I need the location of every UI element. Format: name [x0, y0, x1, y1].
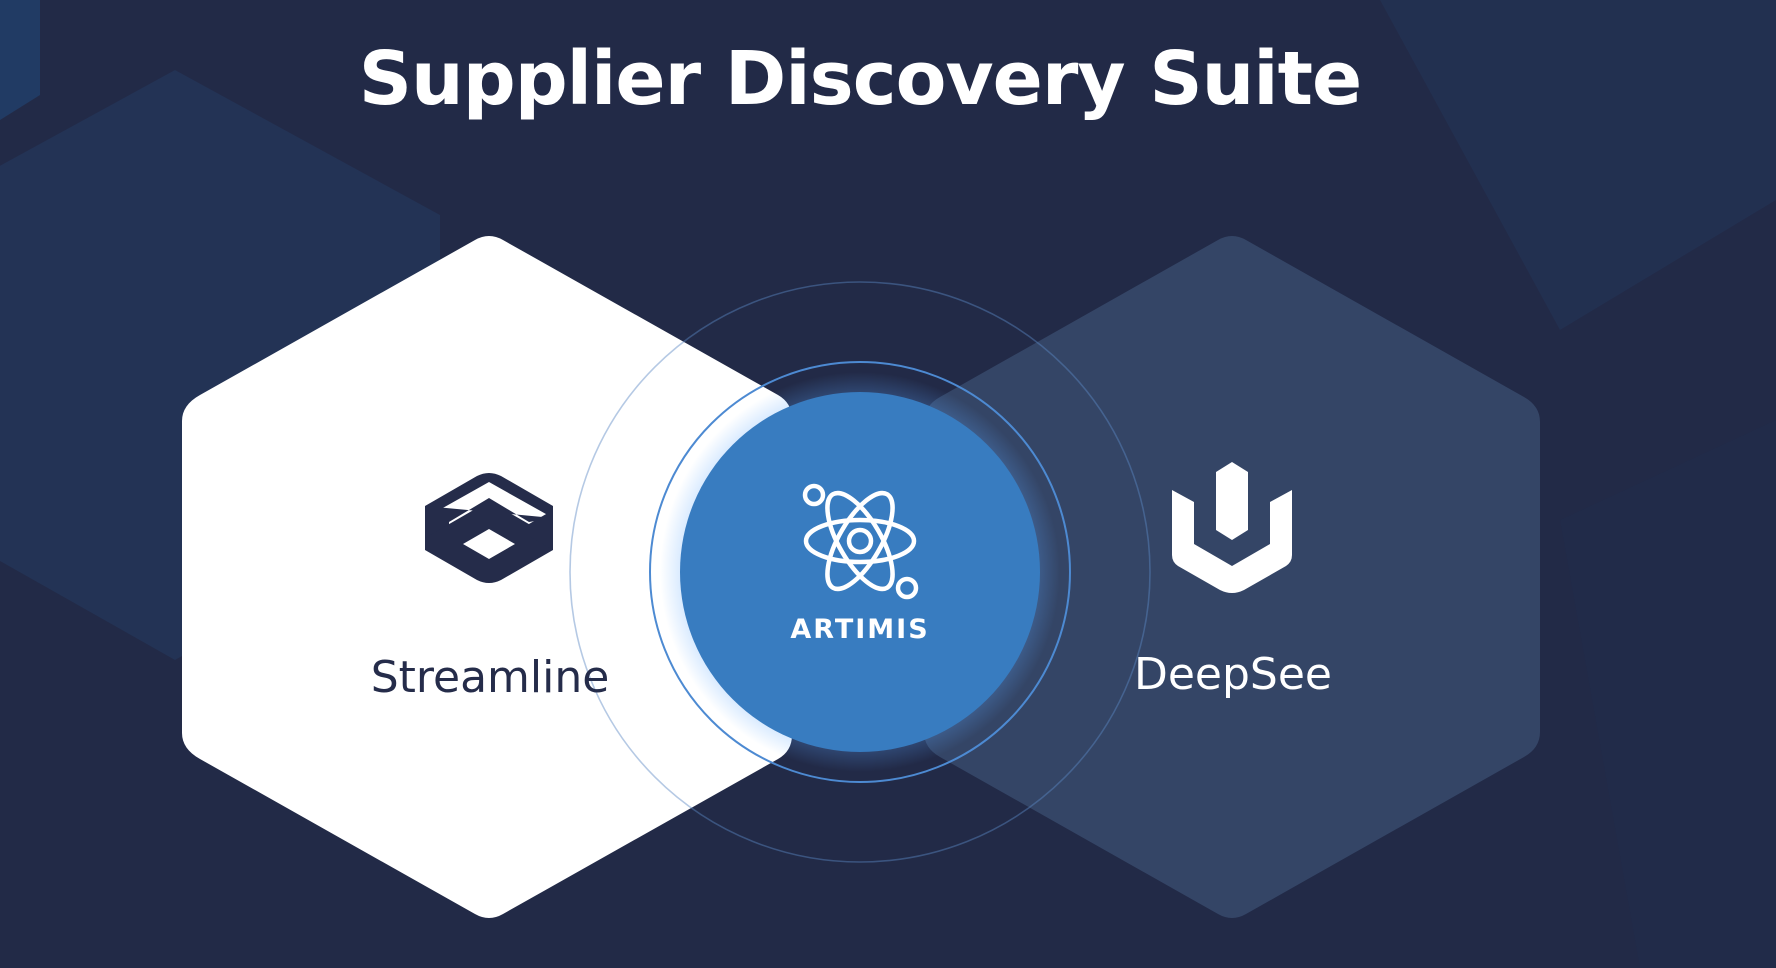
bg-band-right — [1380, 0, 1776, 330]
bg-band-right-lower — [1560, 420, 1776, 968]
deepsee-logo-icon — [1172, 462, 1292, 593]
streamline-logo-icon — [425, 473, 553, 583]
artimis-label: ARTIMIS — [790, 614, 930, 645]
page-title: Supplier Discovery Suite — [358, 36, 1362, 122]
outer-ring — [569, 281, 1151, 863]
bg-hex-corner — [0, 0, 40, 120]
artimis-rings — [569, 281, 1151, 863]
streamline-label: Streamline — [370, 652, 610, 703]
inner-ring — [649, 361, 1071, 783]
deepsee-label: DeepSee — [1133, 649, 1333, 700]
atom-icon — [802, 483, 919, 600]
artimis-circle[interactable] — [680, 392, 1040, 752]
